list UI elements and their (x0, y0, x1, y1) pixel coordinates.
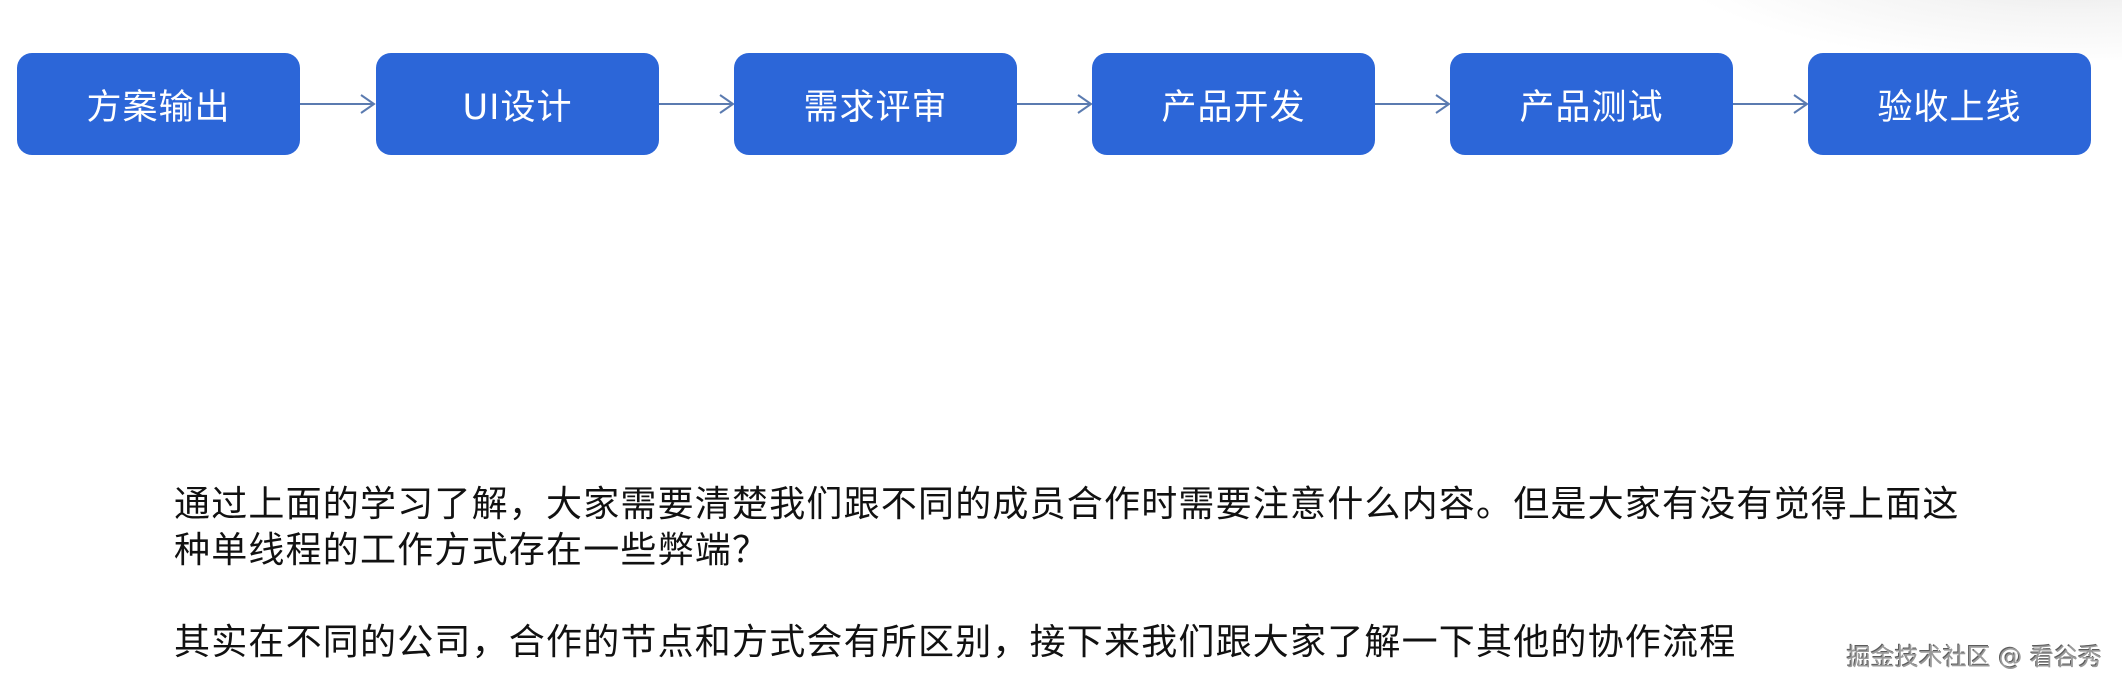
flow-step-label: 验收上线 (1877, 87, 2022, 128)
paragraph-other-collaboration: 其实在不同的公司，合作的节点和方式会有所区别，接下来我们跟大家了解一下其他的协作… (174, 622, 1737, 663)
flow-step-label: 方案输出 (86, 87, 231, 128)
arrow-right-icon (1733, 92, 1809, 116)
arrow-right-icon (1375, 92, 1451, 116)
flow-step-label: 产品测试 (1519, 87, 1664, 128)
flow-step-product-development: 产品开发 (1092, 53, 1375, 155)
flow-step-ui-design: UI设计 (376, 53, 659, 155)
flow-step-label: 需求评审 (803, 87, 948, 128)
body-text: 通过上面的学习了解，大家需要清楚我们跟不同的成员合作时需要注意什么内容。但是大家… (174, 482, 1994, 666)
watermark: 掘金技术社区 @ 看谷秀 (1846, 643, 2102, 671)
flow-step-acceptance-launch: 验收上线 (1808, 53, 2091, 155)
flow-step-label: UI设计 (462, 87, 573, 128)
flow-step-label: 产品开发 (1161, 87, 1306, 128)
arrow-right-icon (300, 92, 376, 116)
process-flow-diagram: 方案输出 UI设计 需求评审 产品开发 产品测试 验收上线 (0, 0, 2122, 200)
flow-step-requirement-review: 需求评审 (734, 53, 1017, 155)
arrow-right-icon (1017, 92, 1093, 116)
flow-step-product-testing: 产品测试 (1450, 53, 1733, 155)
paragraph-single-thread-question: 通过上面的学习了解，大家需要清楚我们跟不同的成员合作时需要注意什么内容。但是大家… (174, 484, 1960, 571)
flow-step-plan-output: 方案输出 (17, 53, 300, 155)
arrow-right-icon (659, 92, 735, 116)
